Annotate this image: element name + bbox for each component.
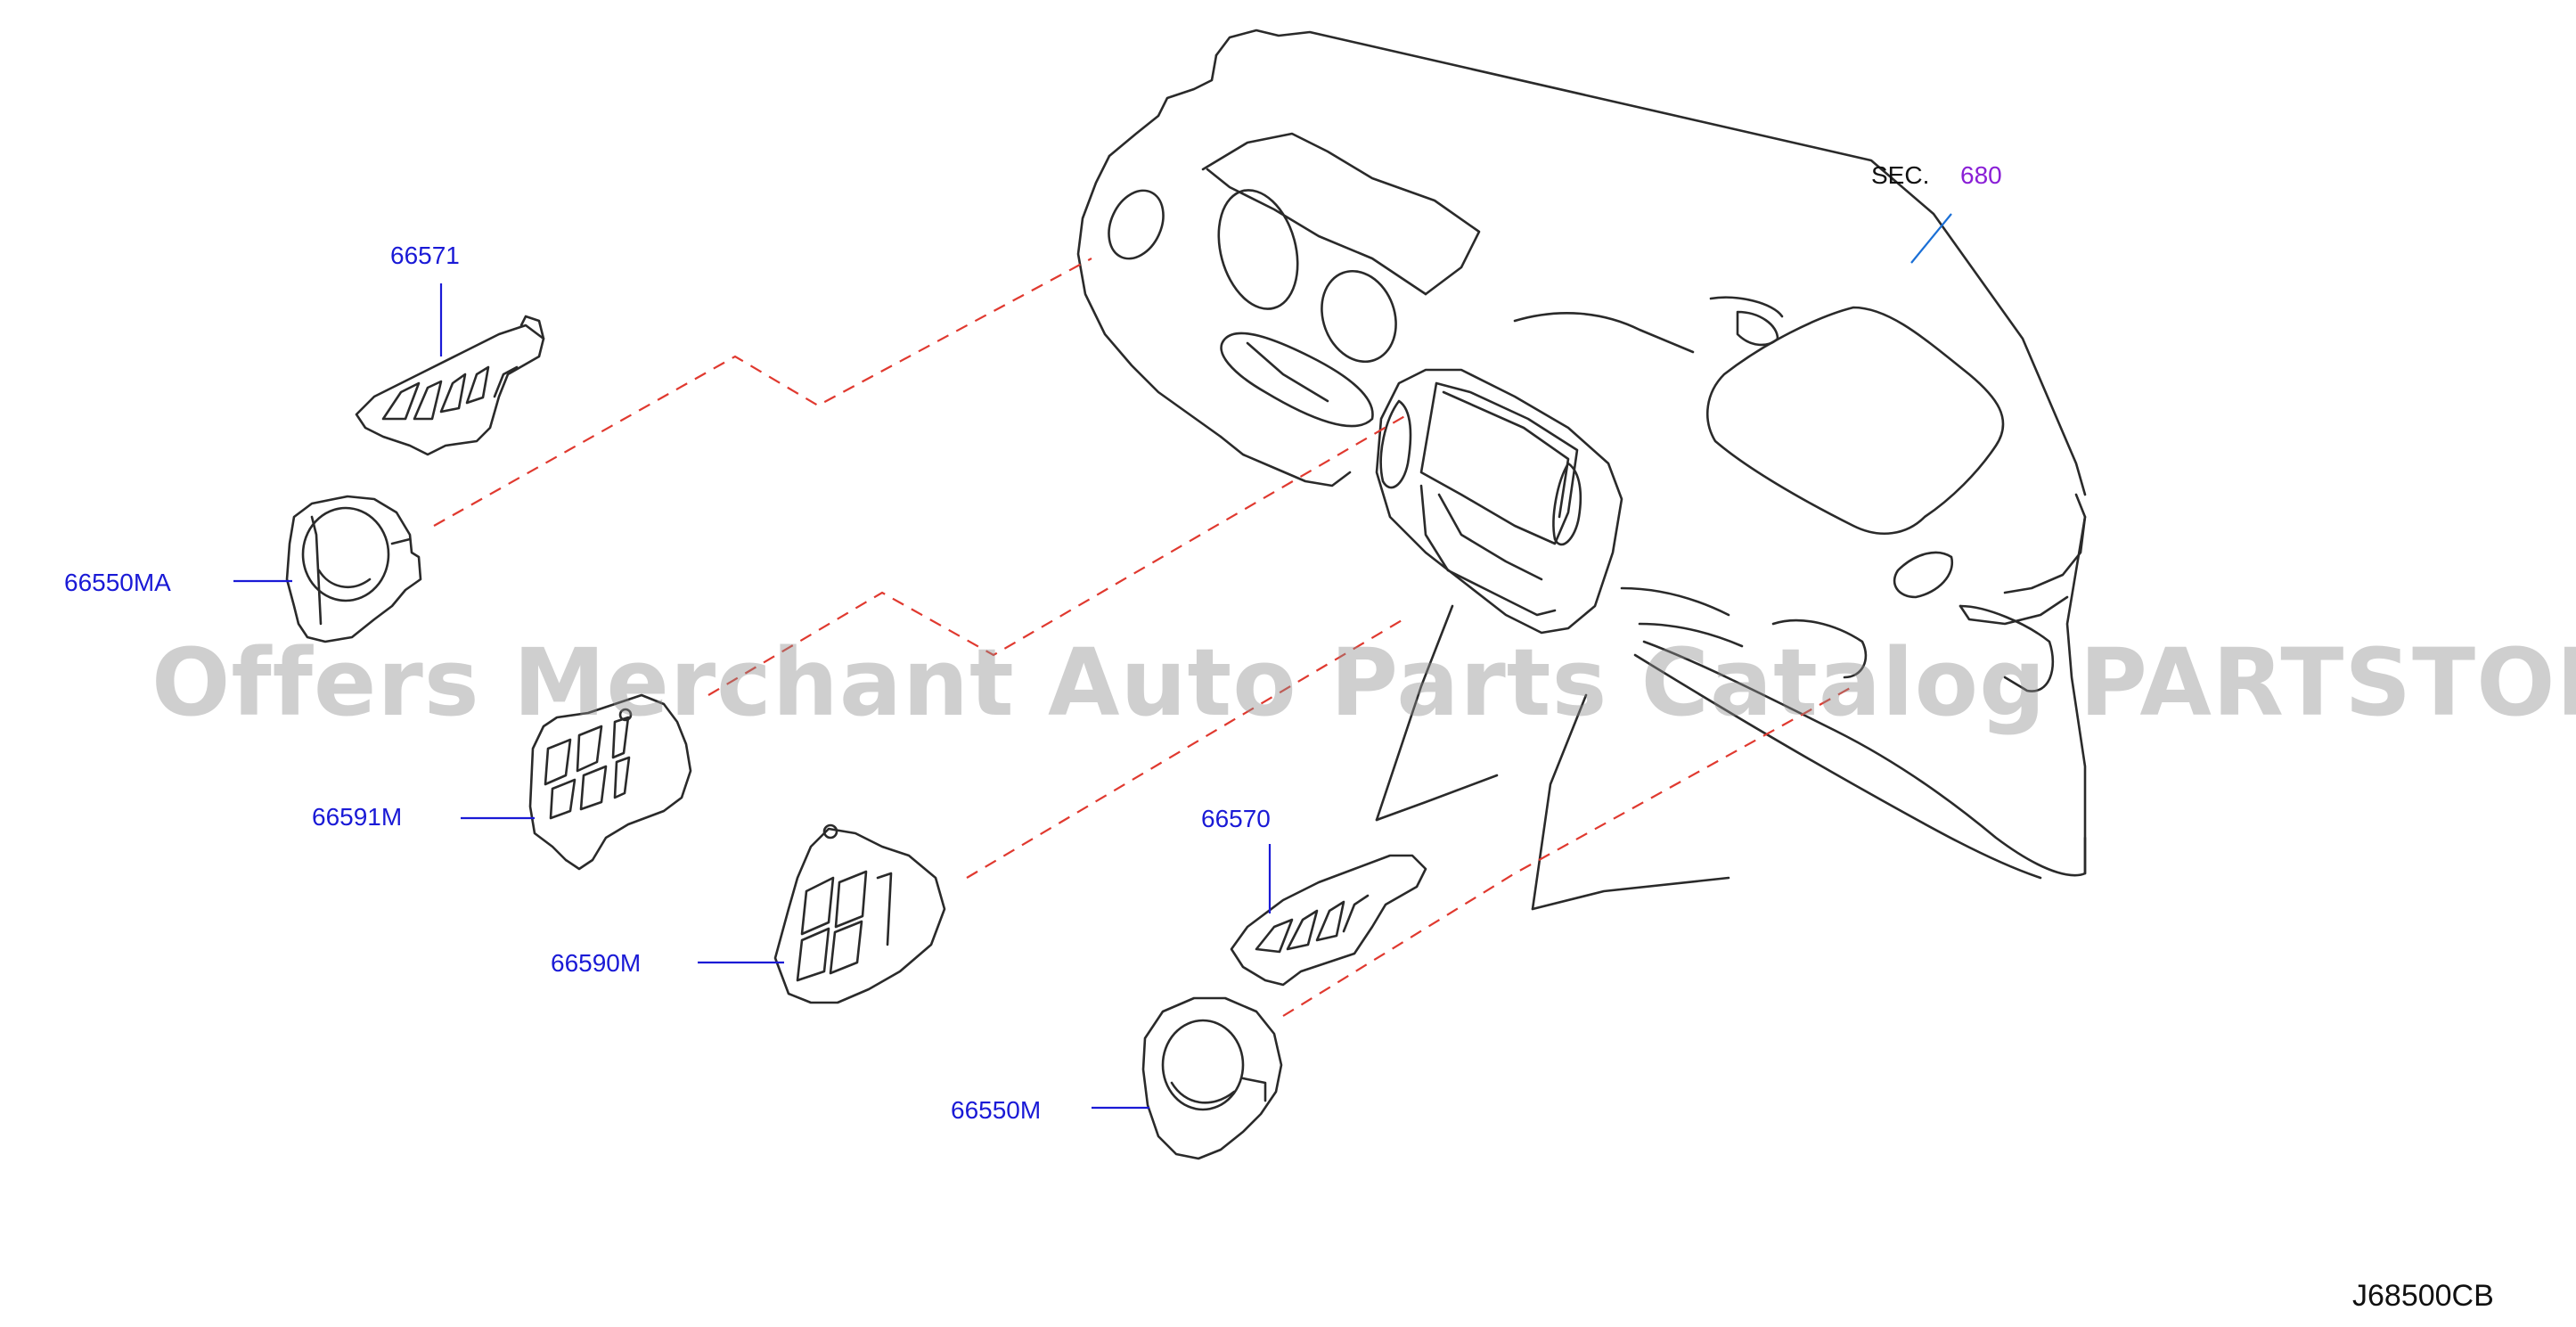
part-label-66550M[interactable]: 66550M — [951, 1096, 1042, 1124]
vent-66571-drawing — [355, 315, 545, 456]
vent-66570-drawing — [1230, 854, 1427, 987]
vent-66590M-drawing — [773, 823, 946, 1004]
section-number-link[interactable]: 680 — [1960, 161, 2002, 189]
vent-66550MA-drawing — [285, 495, 422, 643]
part-label-66570[interactable]: 66570 — [1201, 805, 1271, 832]
part-label-66550MA[interactable]: 66550MA — [64, 569, 171, 596]
leader-lines — [233, 213, 1952, 1110]
vent-66591M-drawing — [528, 693, 692, 871]
instrument-panel-drawing — [1076, 29, 2087, 911]
vent-66550M-drawing — [1141, 996, 1283, 1160]
part-label-66571[interactable]: 66571 — [390, 242, 460, 269]
part-label-66590M[interactable]: 66590M — [551, 949, 642, 977]
part-label-66591M[interactable]: 66591M — [312, 803, 403, 831]
installation-lines — [433, 258, 1854, 1017]
section-prefix: SEC. — [1871, 161, 1930, 189]
diagram-code: J68500CB — [2352, 1279, 2494, 1313]
watermark: Offers Merchant Auto Parts Catalog PARTS… — [151, 628, 2576, 737]
